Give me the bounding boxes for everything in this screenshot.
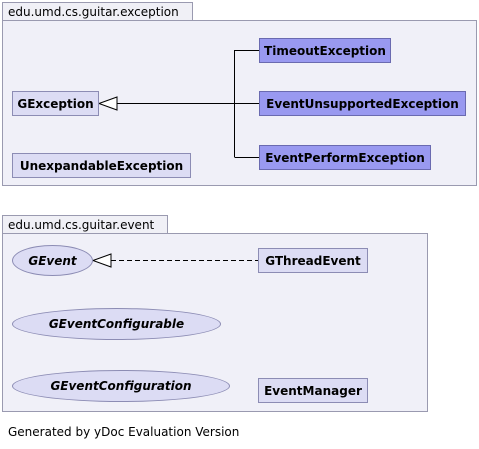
package-tab-event: edu.umd.cs.guitar.event (2, 215, 168, 233)
class-label: GException (17, 96, 94, 111)
package-tab-exception: edu.umd.cs.guitar.exception (2, 2, 193, 20)
class-label: TimeoutException (264, 43, 386, 58)
class-eventunsupportedexception[interactable]: EventUnsupportedException (259, 91, 466, 116)
class-eventperformexception[interactable]: EventPerformException (259, 145, 431, 170)
inheritance-edge-exceptions (117, 50, 259, 158)
class-label: UnexpandableException (19, 158, 184, 173)
interface-label: GEventConfigurable (48, 317, 185, 331)
class-label: EventPerformException (265, 150, 425, 165)
class-unexpandableexception[interactable]: UnexpandableException (12, 153, 191, 178)
package-name-exception: edu.umd.cs.guitar.exception (8, 5, 179, 19)
class-label: EventManager (264, 383, 362, 398)
realization-arrowhead (91, 253, 112, 268)
class-timeoutexception[interactable]: TimeoutException (259, 38, 391, 63)
interface-geventconfiguration[interactable]: GEventConfiguration (12, 370, 230, 402)
interface-label: GEventConfiguration (50, 379, 192, 393)
interface-gevent[interactable]: GEvent (12, 245, 93, 276)
inheritance-arrowhead (97, 96, 118, 111)
interface-geventconfigurable[interactable]: GEventConfigurable (12, 308, 221, 340)
interface-label: GEvent (28, 253, 77, 268)
package-name-event: edu.umd.cs.guitar.event (8, 218, 155, 232)
class-gexception[interactable]: GException (12, 91, 99, 116)
class-gthreadevent[interactable]: GThreadEvent (258, 248, 368, 273)
class-label: GThreadEvent (265, 253, 361, 268)
class-label: EventUnsupportedException (266, 96, 459, 111)
class-eventmanager[interactable]: EventManager (258, 378, 368, 403)
generator-footer: Generated by yDoc Evaluation Version (8, 425, 240, 439)
